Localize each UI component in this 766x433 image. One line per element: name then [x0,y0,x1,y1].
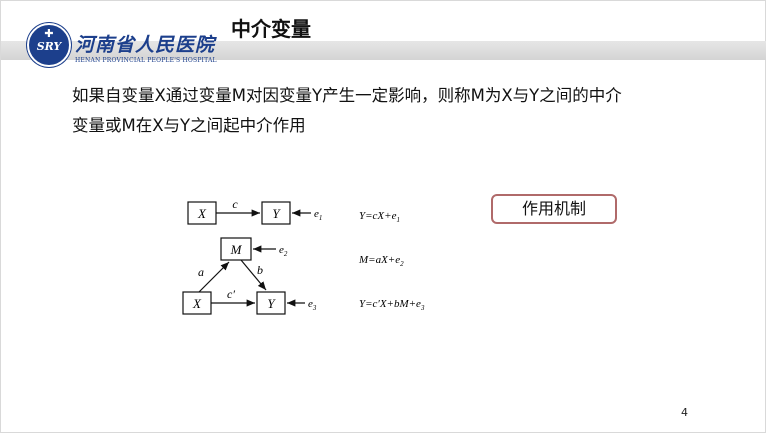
hospital-logo: ✚ SRY 河南省人民医院 HENAN PROVINCIAL PEOPLE'S … [27,23,237,71]
logo-name: 河南省人民医院 [75,34,216,56]
box-y-top-label: Y [272,206,281,221]
page-number: 4 [681,406,688,419]
box-m-label: M [230,242,243,257]
logo-emblem-icon: ✚ SRY [27,23,71,67]
box-x-bottom-label: X [192,296,202,311]
box-y-bottom-label: Y [267,296,276,311]
box-y-bottom [256,291,286,315]
header-bar [1,41,766,60]
path-c-label: c [232,197,238,211]
arrow-a [198,261,230,293]
slide-title: 中介变量 [231,17,311,41]
mechanism-button[interactable]: 作用机制 [491,194,617,224]
path-b-label: b [257,263,263,277]
mediation-diagram: X c Y e1 M e2 X Y a b c′ e3 [171,189,471,319]
logo-initials: SRY [36,40,62,53]
arrow-b [240,259,267,291]
path-c-prime-label: c′ [227,287,235,301]
definition-line-2: 变量或M在X与Y之间起中介作用 [72,116,306,135]
error-e2: e2 [279,244,288,258]
equation-2: M=aX+e2 [358,254,404,268]
box-y-top [261,201,291,225]
box-x-top-label: X [197,206,207,221]
equation-3: Y=c′X+bM+e3 [359,298,425,312]
error-e1: e1 [314,208,322,222]
definition-text: 如果自变量X通过变量M对因变量Y产生一定影响，则称M为X与Y之间的中介 变量或M… [72,81,732,141]
error-e3: e3 [308,298,317,312]
box-m [220,237,252,261]
logo-subtitle: HENAN PROVINCIAL PEOPLE'S HOSPITAL [75,57,217,64]
equation-1: Y=cX+e1 [359,210,400,224]
path-a-label: a [198,265,204,279]
definition-line-1: 如果自变量X通过变量M对因变量Y产生一定影响，则称M为X与Y之间的中介 [72,86,622,105]
